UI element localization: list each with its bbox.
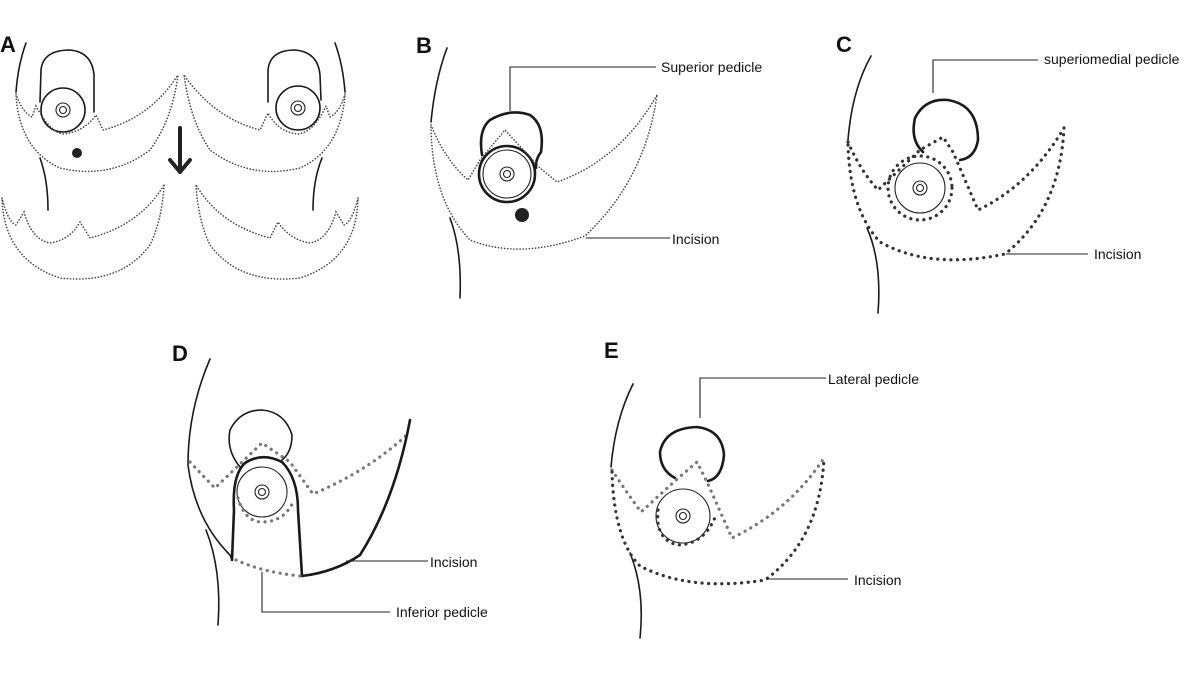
panel-c-superiomedial-pedicle bbox=[912, 98, 980, 162]
panel-e-letter: E bbox=[604, 338, 619, 363]
panel-d-upper-incision bbox=[188, 430, 412, 496]
panel-d-letter: D bbox=[172, 341, 188, 366]
panel-d-flank-outline bbox=[205, 529, 220, 626]
panel-b-nipple-outer bbox=[499, 166, 515, 182]
panel-d-areola-incision bbox=[236, 496, 296, 524]
panel-d-areola bbox=[236, 466, 288, 518]
panel-a-left-flank-outline bbox=[39, 157, 49, 211]
panel-c-upper-incision bbox=[846, 126, 1066, 213]
panel-c-incision-label: Incision bbox=[1094, 246, 1141, 262]
inferior-pedicle-label: Inferior pedicle bbox=[396, 604, 488, 620]
panel-c: C superiomedial pedicle Incision bbox=[836, 32, 1180, 314]
panel-a-right-flank-outline bbox=[312, 157, 323, 211]
panel-c-flank-outline bbox=[866, 227, 880, 314]
panel-a-lower-right-fold bbox=[195, 184, 359, 280]
panel-d-chest-outline bbox=[187, 358, 233, 561]
panel-c-nipple-inner bbox=[915, 183, 925, 193]
panel-b-flank-outline bbox=[449, 217, 462, 299]
panel-b: B Superior pedicle Incision bbox=[416, 33, 762, 299]
panel-a-left-nipple-inner bbox=[58, 105, 68, 115]
panel-a-lower-right-skin-line bbox=[195, 184, 359, 244]
panel-c-pedicle-leader bbox=[932, 59, 1038, 93]
panel-b-superior-pedicle bbox=[479, 111, 544, 170]
panel-d-inferior-pedicle bbox=[230, 455, 304, 578]
panel-a-lower-left-skin-line bbox=[1, 184, 165, 244]
panel-a-right-lower-incision bbox=[183, 74, 346, 173]
panel-a-right-keyhole bbox=[267, 49, 322, 103]
panel-e-areola bbox=[655, 488, 711, 544]
panel-a-right-chest-outline bbox=[334, 42, 346, 93]
panel-e-chest-outline bbox=[610, 383, 634, 468]
panel-e-lateral-pedicle-leader bbox=[699, 377, 826, 418]
panel-b-mole bbox=[515, 208, 529, 222]
lateral-pedicle-label: Lateral pedicle bbox=[828, 371, 919, 387]
panel-d-lower-incision bbox=[234, 558, 302, 578]
panel-b-chest-outline bbox=[430, 47, 448, 123]
down-arrow-icon bbox=[168, 126, 192, 174]
panel-a-left-mole bbox=[72, 148, 82, 158]
panel-c-chest-outline bbox=[847, 55, 872, 141]
panel-a-left-chest-outline bbox=[15, 42, 27, 93]
panel-d-incision-label: Incision bbox=[430, 554, 477, 570]
panel-a-right-nipple-inner bbox=[293, 103, 303, 113]
superiomedial-pedicle-label: superiomedial pedicle bbox=[1044, 51, 1180, 67]
panel-e-lower-incision bbox=[610, 456, 826, 586]
panel-c-areola-incision bbox=[886, 154, 954, 222]
panel-d-nipple-outer bbox=[254, 484, 270, 500]
panel-a-left-lower-incision bbox=[15, 74, 179, 173]
panel-a-left-upper-incision bbox=[15, 74, 179, 135]
panel-b-nipple-inner bbox=[502, 169, 512, 179]
panel-b-letter: B bbox=[416, 33, 432, 58]
panel-b-incision-label: Incision bbox=[672, 231, 719, 247]
panel-c-nipple-outer bbox=[912, 180, 928, 196]
superior-pedicle-label: Superior pedicle bbox=[661, 59, 762, 75]
panel-a-letter: A bbox=[0, 32, 16, 57]
panel-d-lateral-incision bbox=[300, 418, 412, 578]
panel-b-superior-pedicle-leader bbox=[509, 66, 656, 111]
panel-c-letter: C bbox=[836, 32, 852, 57]
panel-a-left-nipple-outer bbox=[55, 102, 71, 118]
panel-c-areola bbox=[894, 162, 946, 214]
panel-b-upper-incision bbox=[430, 94, 658, 183]
panel-e-upper-incision bbox=[610, 456, 826, 541]
panel-d-nac-outline bbox=[228, 409, 293, 468]
panel-a-left-keyhole bbox=[39, 49, 95, 113]
panel-a-lower-left-fold bbox=[1, 184, 165, 280]
panel-d-nipple-inner bbox=[257, 487, 267, 497]
panel-a-right-nipple-outer bbox=[290, 100, 306, 116]
panel-e-areola-incision bbox=[656, 508, 718, 547]
panel-e-lateral-pedicle bbox=[658, 425, 726, 483]
panel-e-nipple-outer bbox=[675, 508, 691, 524]
panel-b-areola-outer bbox=[477, 144, 537, 204]
panel-b-areola-inner bbox=[482, 149, 532, 199]
panel-e-incision-label: Incision bbox=[854, 572, 901, 588]
panel-c-lower-incision bbox=[846, 126, 1066, 262]
panel-a-left-areola bbox=[40, 87, 86, 133]
panel-a: A bbox=[0, 32, 359, 280]
panel-d: D Incision Inferior pedicle bbox=[172, 341, 488, 626]
panel-a-right-areola bbox=[275, 85, 321, 131]
panel-d-inferior-pedicle-leader bbox=[261, 572, 390, 613]
panel-e: E Lateral pedicle Incision bbox=[604, 338, 919, 639]
panel-e-flank-outline bbox=[629, 552, 642, 639]
panel-a-right-upper-incision bbox=[183, 74, 346, 135]
panel-b-lower-incision bbox=[430, 94, 658, 250]
panel-e-nipple-inner bbox=[678, 511, 688, 521]
